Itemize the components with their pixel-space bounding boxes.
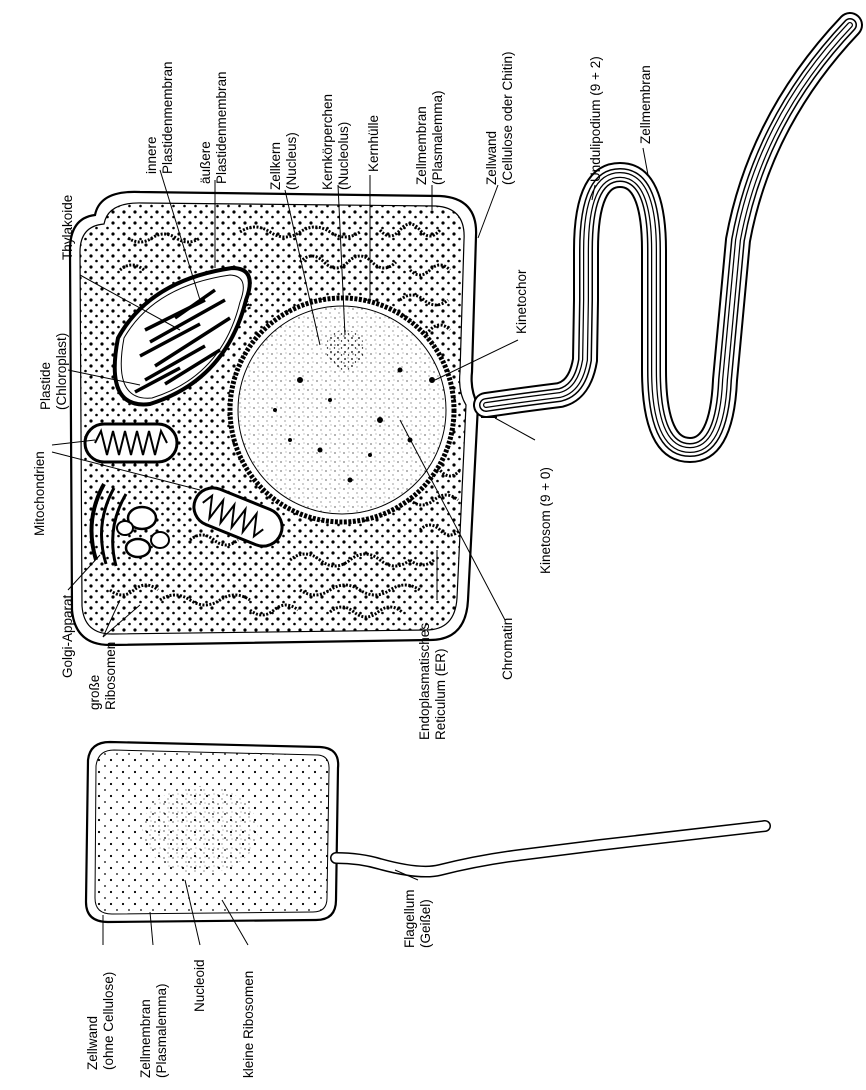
svg-text:(Chloroplast): (Chloroplast)	[54, 333, 69, 410]
svg-text:große: große	[87, 675, 102, 710]
svg-text:(Geißel): (Geißel)	[418, 899, 433, 948]
label-zellmembran-prokaryote: Zellmembran (Plasmalemma)	[138, 983, 169, 1078]
label-zellwand-prokaryote: Zellwand (ohne Cellulose)	[85, 972, 116, 1070]
label-nucleoid: Nucleoid	[192, 959, 207, 1012]
svg-text:Zellwand: Zellwand	[85, 1016, 100, 1070]
svg-text:Golgi-Apparat: Golgi-Apparat	[60, 594, 75, 678]
label-grosse-ribosomen: große Ribosomen	[87, 642, 118, 710]
svg-text:Zellkern: Zellkern	[268, 142, 283, 190]
svg-text:Plastidenmembran: Plastidenmembran	[214, 71, 229, 184]
svg-text:Undulipodium (9 + 2): Undulipodium (9 + 2)	[588, 56, 603, 182]
svg-text:Flagellum: Flagellum	[402, 889, 417, 948]
svg-text:(Nucleus): (Nucleus)	[284, 132, 299, 190]
svg-text:(ohne Cellulose): (ohne Cellulose)	[101, 972, 116, 1070]
nucleus	[230, 298, 454, 522]
svg-text:Chromatin: Chromatin	[500, 618, 515, 680]
label-aeussere-plastidenmembran: äußere Plastidenmembran	[198, 71, 229, 184]
svg-text:innere: innere	[144, 136, 159, 174]
svg-text:Mitochondrien: Mitochondrien	[32, 451, 47, 536]
svg-text:Plastidenmembran: Plastidenmembran	[160, 61, 175, 174]
label-thylakoide: Thylakoide	[60, 195, 75, 260]
label-zellwand-eukaryote: Zellwand (Cellulose oder Chitin)	[484, 51, 515, 185]
svg-text:Zellmembran: Zellmembran	[138, 999, 153, 1078]
svg-text:(Plasmalemma): (Plasmalemma)	[154, 983, 169, 1078]
nucleolus	[325, 330, 365, 370]
svg-text:Kinetosom (9 + 0): Kinetosom (9 + 0)	[538, 467, 553, 574]
svg-text:Zellmembran: Zellmembran	[638, 65, 653, 144]
svg-text:Thylakoide: Thylakoide	[60, 195, 75, 260]
label-zellkern: Zellkern (Nucleus)	[268, 132, 299, 190]
label-kinetochor: Kinetochor	[514, 269, 529, 334]
svg-text:(Plasmalemma): (Plasmalemma)	[430, 90, 445, 185]
svg-text:Kernhülle: Kernhülle	[366, 115, 381, 172]
label-golgi-apparat: Golgi-Apparat	[60, 594, 75, 678]
kinetochore	[429, 377, 435, 383]
svg-text:kleine Ribosomen: kleine Ribosomen	[241, 971, 256, 1078]
eukaryotic-cell	[70, 25, 850, 645]
label-mitochondrien: Mitochondrien	[32, 451, 47, 536]
mitochondrion-1	[85, 424, 177, 462]
svg-text:Zellmembran: Zellmembran	[414, 106, 429, 185]
svg-text:Reticulum (ER): Reticulum (ER)	[433, 648, 448, 740]
svg-text:Zellwand: Zellwand	[484, 131, 499, 185]
label-chromatin: Chromatin	[500, 618, 515, 680]
svg-text:Kinetochor: Kinetochor	[514, 269, 529, 334]
svg-text:Plastide: Plastide	[38, 362, 53, 410]
svg-text:äußere: äußere	[198, 141, 213, 184]
label-kernhuelle: Kernhülle	[366, 115, 381, 172]
svg-text:(Nucleolus): (Nucleolus)	[336, 122, 351, 190]
nucleoid	[142, 786, 258, 874]
prokaryotic-cell	[86, 742, 765, 922]
label-zellmembran-undulipodium: Zellmembran	[638, 65, 653, 144]
label-plastide: Plastide (Chloroplast)	[38, 333, 69, 410]
label-kernkoerperchen: Kernkörperchen (Nucleolus)	[320, 94, 351, 190]
label-undulipodium: Undulipodium (9 + 2)	[588, 56, 603, 182]
label-kinetosom: Kinetosom (9 + 0)	[538, 467, 553, 574]
label-zellmembran-eukaryote: Zellmembran (Plasmalemma)	[414, 90, 445, 185]
undulipodium	[486, 25, 850, 450]
svg-text:Nucleoid: Nucleoid	[192, 959, 207, 1012]
svg-text:(Cellulose oder Chitin): (Cellulose oder Chitin)	[500, 51, 515, 185]
svg-text:Endoplasmatisches: Endoplasmatisches	[417, 623, 432, 740]
svg-text:Kernkörperchen: Kernkörperchen	[320, 94, 335, 190]
label-flagellum: Flagellum (Geißel)	[402, 889, 433, 948]
label-innere-plastidenmembran: innere Plastidenmembran	[144, 61, 175, 174]
label-kleine-ribosomen: kleine Ribosomen	[241, 971, 256, 1078]
svg-text:Ribosomen: Ribosomen	[103, 642, 118, 710]
